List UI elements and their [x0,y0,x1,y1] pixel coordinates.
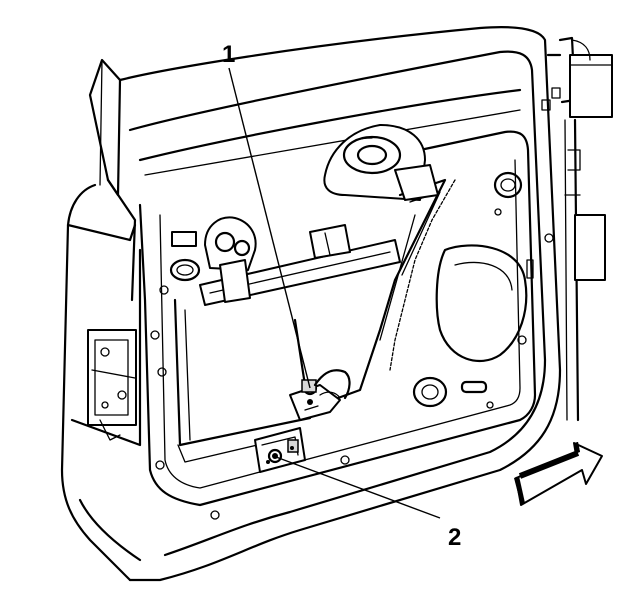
window-glass [173,164,456,463]
door-frame [118,26,613,582]
inner-panel [138,87,561,520]
callout-1-label: 1 [222,41,235,68]
front-direction-arrow-icon [514,442,603,506]
callout-2-leader [275,456,441,519]
component-2-bracket [254,427,306,473]
component-1-connector [289,369,351,421]
callout-2-label: 2 [448,524,461,551]
callout-1-leader [228,67,311,389]
hinge-pillar [60,58,142,582]
